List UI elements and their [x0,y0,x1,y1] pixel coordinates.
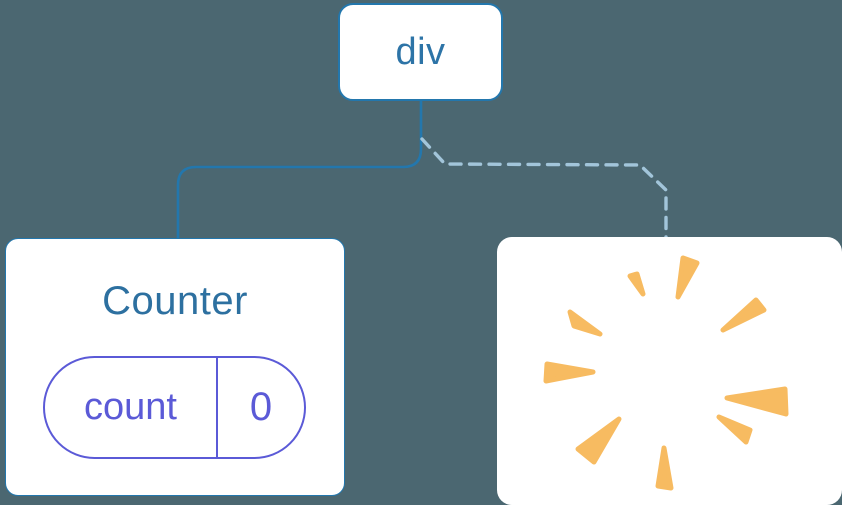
state-key-label: count [84,386,177,428]
state-pill: count 0 [43,356,306,459]
root-node-label: div [395,30,446,73]
counter-card: Counter count 0 [5,238,345,496]
state-key-cell: count [45,358,218,457]
root-node-div: div [338,3,503,101]
state-value: 0 [249,385,273,429]
connector-solid [176,100,423,239]
connector-dashed [420,137,668,240]
poof-starburst-icon [543,255,789,491]
destroyed-card [497,237,842,505]
state-value-cell: 0 [218,358,304,457]
counter-card-title: Counter [102,279,248,323]
